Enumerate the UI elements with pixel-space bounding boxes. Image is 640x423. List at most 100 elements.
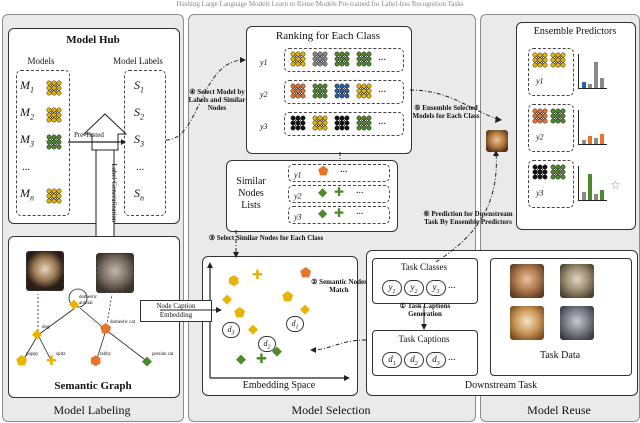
pretested-label: Pre-Tested bbox=[74, 131, 104, 139]
ensemble-class-label: y1 bbox=[536, 76, 544, 86]
ranked-model-icon bbox=[290, 51, 306, 67]
ensemble-model-icon bbox=[532, 52, 548, 68]
task-caption-ellipsis: ... bbox=[448, 352, 456, 363]
graph-node-label: domestic cat bbox=[110, 320, 136, 325]
ensemble-model-icon bbox=[550, 52, 566, 68]
similar-ellipsis: ... bbox=[356, 206, 364, 217]
similar-ellipsis: ... bbox=[340, 164, 348, 175]
step-1-label: ① Task Captions Generation bbox=[399, 302, 451, 318]
embedding-node: ◆ bbox=[300, 301, 310, 316]
step-4-label: ④ Select Model by Labels and Similar Nod… bbox=[188, 88, 246, 112]
ensemble-bar-axis bbox=[578, 166, 607, 201]
ensemble-bar-axis bbox=[578, 54, 607, 89]
embedding-node: ⬢ bbox=[228, 273, 240, 288]
embedding-node: ◆ bbox=[248, 321, 258, 336]
model-label-name: S1 bbox=[134, 78, 144, 95]
ensemble-title: Ensemble Predictors bbox=[533, 26, 617, 37]
step-5-label: ⑤ Ensemble Selected Models for Each Clas… bbox=[412, 104, 480, 120]
model-name: M3 bbox=[20, 132, 34, 149]
ensemble-bar bbox=[594, 62, 598, 88]
ranked-model-icon bbox=[356, 51, 372, 67]
ensemble-model-icon bbox=[532, 108, 548, 124]
ensemble-bar-axis bbox=[578, 110, 607, 145]
task-class-ellipsis: ... bbox=[448, 280, 456, 291]
header-caption: Hashing Large Language Models Learn to R… bbox=[176, 0, 464, 8]
star-icon: ☆ bbox=[610, 178, 621, 192]
ranked-model-icon bbox=[334, 51, 350, 67]
task-data-title: Task Data bbox=[539, 350, 581, 361]
caption-embedding-point: d1 bbox=[286, 316, 304, 332]
graph-node-shape: ⬟ bbox=[100, 321, 112, 336]
models-column-label: Models bbox=[27, 56, 55, 66]
task-class-item: y1 bbox=[382, 280, 402, 296]
ranked-model-icon bbox=[312, 83, 328, 99]
step-3-label: ③ Select Similar Nodes for Each Class bbox=[208, 234, 324, 242]
ranked-model-icon bbox=[334, 83, 350, 99]
ensemble-model-icon bbox=[550, 164, 566, 180]
similar-row-box bbox=[288, 206, 390, 224]
embedding-node: ✚ bbox=[256, 351, 267, 366]
task-caption-item: d1 bbox=[382, 352, 402, 368]
ranked-model-icon bbox=[356, 115, 372, 131]
graph-node-label: domestic animal bbox=[79, 295, 98, 306]
ranking-ellipsis: ... bbox=[378, 51, 387, 63]
similar-node-shape: ✚ bbox=[334, 185, 345, 199]
embedding-node: ⬟ bbox=[300, 265, 312, 280]
graph-node-label: dog bbox=[42, 325, 50, 330]
model-name: Mn bbox=[20, 186, 34, 203]
ensemble-bar bbox=[588, 136, 592, 144]
task-class-item: y2 bbox=[404, 280, 424, 296]
ensemble-bar bbox=[582, 192, 586, 200]
ranking-title: Ranking for Each Class bbox=[275, 30, 381, 42]
embedding-node: ◆ bbox=[222, 291, 232, 306]
ensemble-bar bbox=[594, 194, 598, 200]
model-network-icon bbox=[46, 188, 62, 204]
embedding-title: Embedding Space bbox=[242, 380, 316, 391]
ensemble-bar bbox=[594, 138, 598, 144]
similar-nodes-title: Similar Nodes Lists bbox=[236, 176, 266, 211]
graph-node-shape: ⬢ bbox=[90, 353, 102, 368]
similar-class-label: y2 bbox=[294, 191, 302, 201]
ranked-model-icon bbox=[356, 83, 372, 99]
similar-node-shape: ◆ bbox=[318, 185, 328, 199]
ranking-class-label: y3 bbox=[260, 121, 268, 131]
ranked-model-icon bbox=[312, 115, 328, 131]
labels-list-box bbox=[124, 70, 166, 216]
embedding-node: ⬟ bbox=[282, 289, 294, 304]
dog-photo bbox=[26, 251, 64, 291]
model-ellipsis: ... bbox=[22, 161, 31, 173]
ensemble-bar bbox=[588, 84, 592, 88]
labels-column-label: Model Labels bbox=[113, 56, 163, 66]
model-label-name: S2 bbox=[134, 105, 144, 122]
model-name: M1 bbox=[20, 78, 34, 95]
model-selection-label: Model Selection bbox=[291, 403, 371, 417]
query-cat-photo bbox=[486, 130, 508, 152]
ranking-class-label: y2 bbox=[260, 89, 268, 99]
ranking-ellipsis: ... bbox=[378, 115, 387, 127]
task-caption-item: d2 bbox=[404, 352, 424, 368]
ensemble-bar bbox=[600, 78, 604, 88]
similar-row-box bbox=[288, 185, 390, 203]
embedding-node: ⬟ bbox=[234, 305, 246, 320]
step-2-label: ② Semantic Nodes Match bbox=[311, 278, 367, 294]
ensemble-bar bbox=[582, 82, 586, 88]
model-network-icon bbox=[46, 107, 62, 123]
graph-node-label: spitz bbox=[56, 352, 66, 357]
graph-node-shape: ⬟ bbox=[16, 353, 28, 368]
graph-node-shape: ◆ bbox=[32, 326, 42, 341]
caption-embedding-point: d3 bbox=[222, 322, 240, 338]
model-name: M2 bbox=[20, 105, 34, 122]
similar-class-label: y1 bbox=[294, 170, 302, 180]
task-classes-box bbox=[372, 258, 478, 304]
similar-class-label: y3 bbox=[294, 212, 302, 222]
model-label-name: S3 bbox=[134, 132, 144, 149]
model-labeling-label: Model Labeling bbox=[53, 403, 131, 417]
node-caption-embedding-box: Node Caption Embedding bbox=[140, 300, 212, 322]
model-label-name: Sn bbox=[134, 186, 144, 203]
embedding-node: ◆ bbox=[272, 343, 282, 358]
task-class-item: y3 bbox=[426, 280, 446, 296]
